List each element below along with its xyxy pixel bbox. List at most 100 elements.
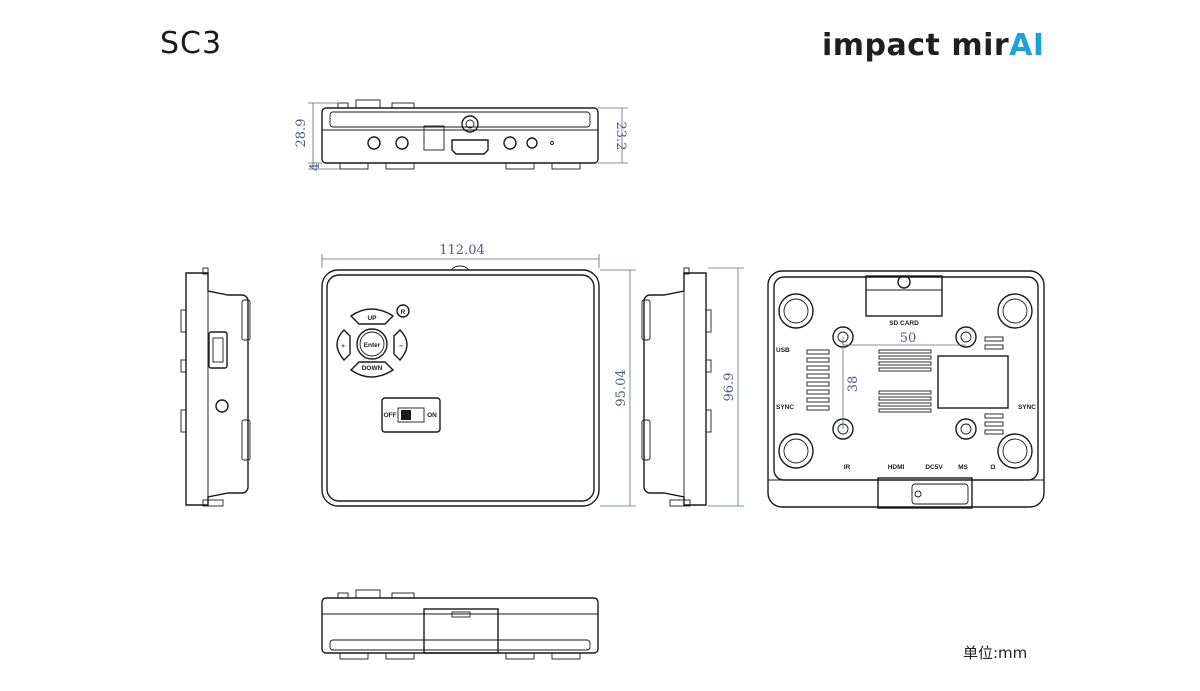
bottom-button-1 <box>337 592 349 599</box>
back-foot-tl <box>778 293 814 329</box>
enter-button-ring <box>359 331 385 357</box>
bottom-foot-4 <box>551 652 581 660</box>
left-rail-2 <box>241 419 251 461</box>
ir-label: IR <box>844 464 851 471</box>
right-button-2 <box>705 359 712 373</box>
registered-icon <box>396 304 410 318</box>
top-foot-1 <box>339 162 369 170</box>
back-port-screw <box>914 490 922 498</box>
logo-prefix: impact mir <box>822 28 1010 63</box>
left-side-tab <box>202 267 209 275</box>
left-button-1 <box>180 309 187 333</box>
top-sd-slot <box>423 125 445 151</box>
dim-top-height-foot: 4 <box>308 163 323 171</box>
back-vent-right <box>984 336 1004 435</box>
back-body <box>767 270 1045 508</box>
units-note: 单位:mm <box>963 644 1028 662</box>
dim-top-height-body: 23.2 <box>613 122 628 151</box>
back-port-cutout <box>877 477 973 509</box>
bottom-foot-1 <box>339 652 369 660</box>
left-usb-port <box>208 331 228 369</box>
up-label: UP <box>367 315 377 322</box>
product-title: SC3 <box>160 26 223 61</box>
back-foot-br <box>997 433 1033 469</box>
dc5v-label: DC5V <box>925 464 943 471</box>
left-side-foot <box>202 499 224 507</box>
right-button-1 <box>705 309 712 333</box>
dim-front-height: 95.04 <box>614 369 629 406</box>
right-side-tab <box>683 267 690 275</box>
enter-button[interactable] <box>356 328 388 360</box>
top-hanger-hole <box>461 115 479 133</box>
sync-left-label: SYNC <box>776 404 794 411</box>
right-button-3 <box>705 409 712 433</box>
top-port-round-3 <box>503 136 517 150</box>
back-foot-tr <box>997 293 1033 329</box>
top-hdmi-port <box>451 139 489 155</box>
back-hanger-hole <box>897 275 911 289</box>
logo-suffix: AI <box>1009 28 1045 63</box>
dim-front-width: 112.04 <box>439 243 485 258</box>
back-mount-hole-4 <box>955 418 977 440</box>
sync-right-label: SYNC <box>1018 404 1036 411</box>
right-rail-1 <box>641 299 651 341</box>
top-button-1 <box>337 102 349 109</box>
top-port-round-4 <box>526 137 538 149</box>
left-side-body <box>185 272 249 506</box>
right-side-foot <box>669 499 691 507</box>
back-port-cover <box>911 483 969 505</box>
power-switch-housing <box>381 397 441 433</box>
bottom-button-3 <box>391 592 415 599</box>
front-face <box>326 274 595 502</box>
hdmi-label: HDMI <box>888 464 905 471</box>
top-button-2 <box>355 99 381 109</box>
plus-button[interactable] <box>336 329 351 362</box>
top-hanger-inner <box>465 119 475 129</box>
up-button[interactable] <box>349 308 395 325</box>
top-led <box>550 141 554 145</box>
right-side-view: 96.9 <box>641 267 744 507</box>
bottom-view-lip <box>329 639 591 651</box>
switch-off-label: OFF <box>384 412 397 419</box>
top-foot-3 <box>505 162 535 170</box>
top-port-round-1 <box>367 136 381 150</box>
enter-label: Enter <box>364 342 381 349</box>
power-switch-track <box>397 407 425 423</box>
back-foot-br-inner <box>1002 438 1028 464</box>
back-foot-tr-inner <box>1002 298 1028 324</box>
left-usb-inner <box>212 337 224 363</box>
left-button-2 <box>180 359 187 373</box>
dim-back-hole-spacing-x: 50 <box>900 331 917 346</box>
dim-back-hole-spacing-y: 38 <box>846 376 861 393</box>
back-label-plate <box>937 355 1009 409</box>
bottom-foot-3 <box>505 652 535 660</box>
left-side-view <box>180 267 251 507</box>
sd-card-label: SD CARD <box>889 320 919 327</box>
dim-top-height-total: 28.9 <box>294 119 309 148</box>
back-mount-hole-2-inner <box>960 331 972 343</box>
power-switch-knob[interactable] <box>401 410 411 420</box>
minus-button[interactable] <box>393 329 408 362</box>
down-button[interactable] <box>349 361 395 378</box>
dim-side-height: 96.9 <box>722 373 737 402</box>
bottom-view <box>321 589 599 660</box>
top-view: 28.9 4 23.2 <box>294 99 628 171</box>
minus-label: − <box>399 343 403 350</box>
usb-label: USB <box>776 347 790 354</box>
front-top-notch <box>451 265 469 271</box>
back-mount-hole-4-inner <box>960 423 972 435</box>
headphone-icon: Ω <box>990 464 995 471</box>
right-rail-2 <box>641 419 651 461</box>
back-view: SD CARD 50 38 <box>767 270 1045 509</box>
top-view-body <box>321 107 599 164</box>
back-foot-bl-inner <box>783 438 809 464</box>
front-body <box>321 269 600 507</box>
front-view: UP DOWN + − Enter R OFF ON 112.04 95.04 <box>321 243 636 507</box>
top-port-round-2 <box>395 136 409 150</box>
top-view-lip <box>329 111 591 128</box>
right-side-body <box>643 272 707 506</box>
back-vent-left <box>806 349 830 411</box>
bottom-view-body <box>321 597 599 654</box>
back-mount-hole-2 <box>955 326 977 348</box>
